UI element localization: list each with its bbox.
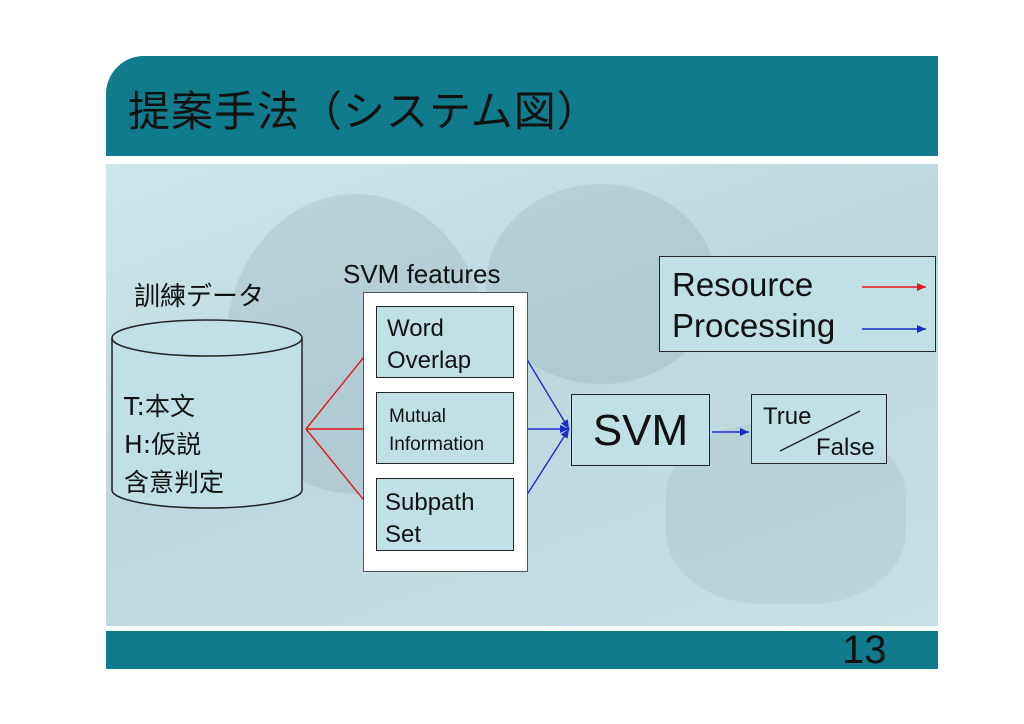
feature-box-mutual-information: Mutual Information [376, 392, 514, 464]
title-bar [106, 56, 938, 156]
svm-features-label: SVM features [343, 259, 501, 289]
database-cylinder [111, 319, 303, 509]
true-false-divider [779, 410, 861, 452]
feature-box-subpath-set: Subpath Set [376, 478, 514, 551]
legend-arrows [862, 283, 926, 333]
legend-resource-label: Resource [672, 266, 814, 303]
footer-bar [106, 631, 938, 669]
feature-box-word-overlap: Word Overlap [376, 306, 514, 378]
feature-line: Word [387, 315, 444, 342]
feature-line: Set [385, 521, 422, 548]
training-data-contents: T:本文 H:仮説 含意判定 [124, 388, 224, 502]
feature-line: Overlap [387, 347, 472, 374]
svm-classifier-box: SVM [571, 394, 710, 466]
feature-line: Information [389, 434, 485, 455]
training-data-label: 訓練データ [134, 282, 265, 312]
slide-title: 提案手法（システム図） [128, 87, 600, 136]
training-data-line: T:本文 [124, 392, 195, 421]
legend [659, 256, 936, 352]
result-true-label: True [763, 403, 812, 430]
feature-line: Subpath [385, 489, 475, 516]
result-box [751, 394, 887, 464]
feature-line: Mutual [389, 406, 447, 427]
training-data-line: H:仮説 [124, 430, 202, 459]
result-false-label: False [816, 434, 875, 461]
page-number: 13 [842, 628, 887, 672]
training-data-line: 含意判定 [124, 468, 225, 497]
legend-processing-label: Processing [672, 307, 836, 344]
